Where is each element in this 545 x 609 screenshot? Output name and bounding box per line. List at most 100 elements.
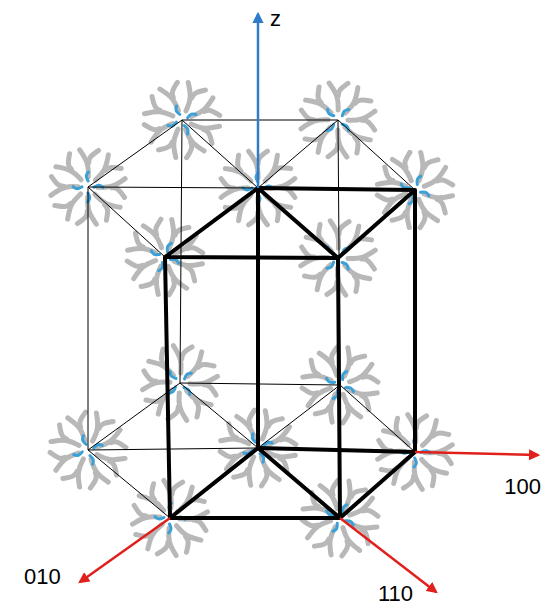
- tail: [220, 451, 235, 456]
- tail: [134, 505, 146, 515]
- z-axis: [257, 14, 260, 188]
- tail: [196, 401, 199, 417]
- tail: [275, 168, 291, 171]
- head-group: [414, 458, 416, 467]
- tail: [362, 120, 375, 130]
- tail: [175, 227, 189, 235]
- tail: [51, 177, 64, 187]
- tail: [238, 155, 241, 171]
- tail: [157, 542, 167, 554]
- tail: [379, 440, 391, 450]
- tail: [185, 536, 188, 552]
- head-group: [185, 373, 192, 379]
- head-group: [86, 172, 88, 181]
- tail: [127, 261, 142, 266]
- head-group: [328, 109, 334, 115]
- tail: [63, 471, 77, 478]
- tail: [55, 203, 71, 206]
- tail: [302, 247, 314, 257]
- tail: [78, 459, 83, 487]
- tail: [319, 225, 322, 241]
- tail: [198, 364, 214, 367]
- tail: [363, 510, 378, 516]
- tail: [169, 279, 174, 294]
- tail: [355, 100, 371, 103]
- tail: [437, 180, 452, 185]
- tail: [111, 442, 126, 448]
- tail: [302, 520, 317, 526]
- tail: [424, 167, 445, 186]
- head-group: [421, 192, 429, 196]
- tail: [377, 195, 392, 200]
- tail: [392, 212, 406, 220]
- tail: [234, 470, 248, 478]
- axis-010: [80, 518, 170, 582]
- tail: [112, 188, 125, 198]
- tail: [134, 260, 156, 278]
- tail: [172, 482, 182, 494]
- axis-label: 110: [378, 583, 413, 605]
- tail: [249, 410, 254, 425]
- tail: [431, 470, 434, 486]
- tail: [204, 385, 216, 395]
- head-group: [184, 126, 188, 134]
- tail: [268, 419, 282, 427]
- tail: [332, 480, 338, 495]
- tail: [144, 125, 159, 130]
- head-group: [169, 524, 171, 533]
- tail: [318, 87, 321, 103]
- head-group: [176, 106, 180, 114]
- head-group: [170, 259, 178, 263]
- head-group: [167, 243, 171, 251]
- tail: [141, 279, 155, 287]
- tail: [305, 274, 321, 277]
- head-group: [169, 387, 176, 393]
- head-group: [73, 187, 82, 189]
- head-group: [401, 184, 409, 188]
- tail: [68, 154, 71, 170]
- head-group: [327, 262, 334, 268]
- tail: [405, 152, 410, 167]
- tail: [403, 476, 413, 488]
- tail: [261, 471, 266, 486]
- thin-hexagonal-cell: [88, 120, 415, 518]
- cell-verticals: [165, 188, 415, 518]
- cell-top: [165, 188, 415, 258]
- head-group: [333, 390, 337, 398]
- tail: [51, 440, 79, 445]
- axis-label: 010: [24, 566, 61, 588]
- tail: [328, 144, 338, 157]
- tail: [104, 204, 107, 220]
- head-group: [342, 262, 348, 269]
- tail: [221, 179, 234, 188]
- tail: [229, 424, 237, 438]
- tail: [143, 226, 161, 248]
- tail: [301, 110, 314, 120]
- head-group: [327, 378, 335, 382]
- tail: [355, 137, 358, 153]
- tail: [187, 142, 192, 157]
- tail: [144, 371, 156, 381]
- top-hexagon: [88, 120, 415, 258]
- axis-label: z: [270, 8, 281, 30]
- micelle-group: [50, 82, 453, 556]
- tail: [338, 83, 348, 96]
- tail: [311, 360, 318, 374]
- cell-bottom: [170, 448, 415, 518]
- tail: [152, 97, 160, 111]
- tail: [187, 267, 195, 281]
- tail: [437, 199, 445, 213]
- thin-edges: [88, 120, 340, 518]
- tail: [327, 282, 337, 294]
- tail: [93, 413, 98, 441]
- head-group: [342, 372, 346, 380]
- tail: [302, 388, 317, 394]
- tail: [315, 407, 329, 414]
- tail: [168, 266, 186, 288]
- head-group: [188, 114, 196, 118]
- axis-100: [415, 452, 538, 455]
- tail: [192, 90, 206, 98]
- tail: [146, 399, 162, 402]
- tail: [362, 259, 374, 269]
